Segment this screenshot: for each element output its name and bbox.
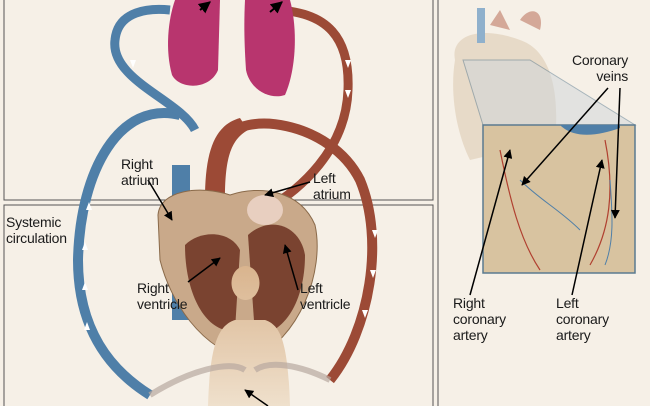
flow-arrows xyxy=(82,60,378,330)
right-ventricle-chamber xyxy=(185,234,240,331)
aorta-systemic-loop xyxy=(220,118,378,384)
inset-zoom-box xyxy=(482,124,636,274)
aorta xyxy=(205,118,248,200)
pulmonary-artery xyxy=(110,4,200,133)
left-lung xyxy=(244,0,295,97)
left-atrium-chamber xyxy=(247,195,283,225)
body-silhouette xyxy=(208,266,290,406)
vein-systemic-loop xyxy=(72,108,182,400)
right-lung xyxy=(168,0,220,86)
